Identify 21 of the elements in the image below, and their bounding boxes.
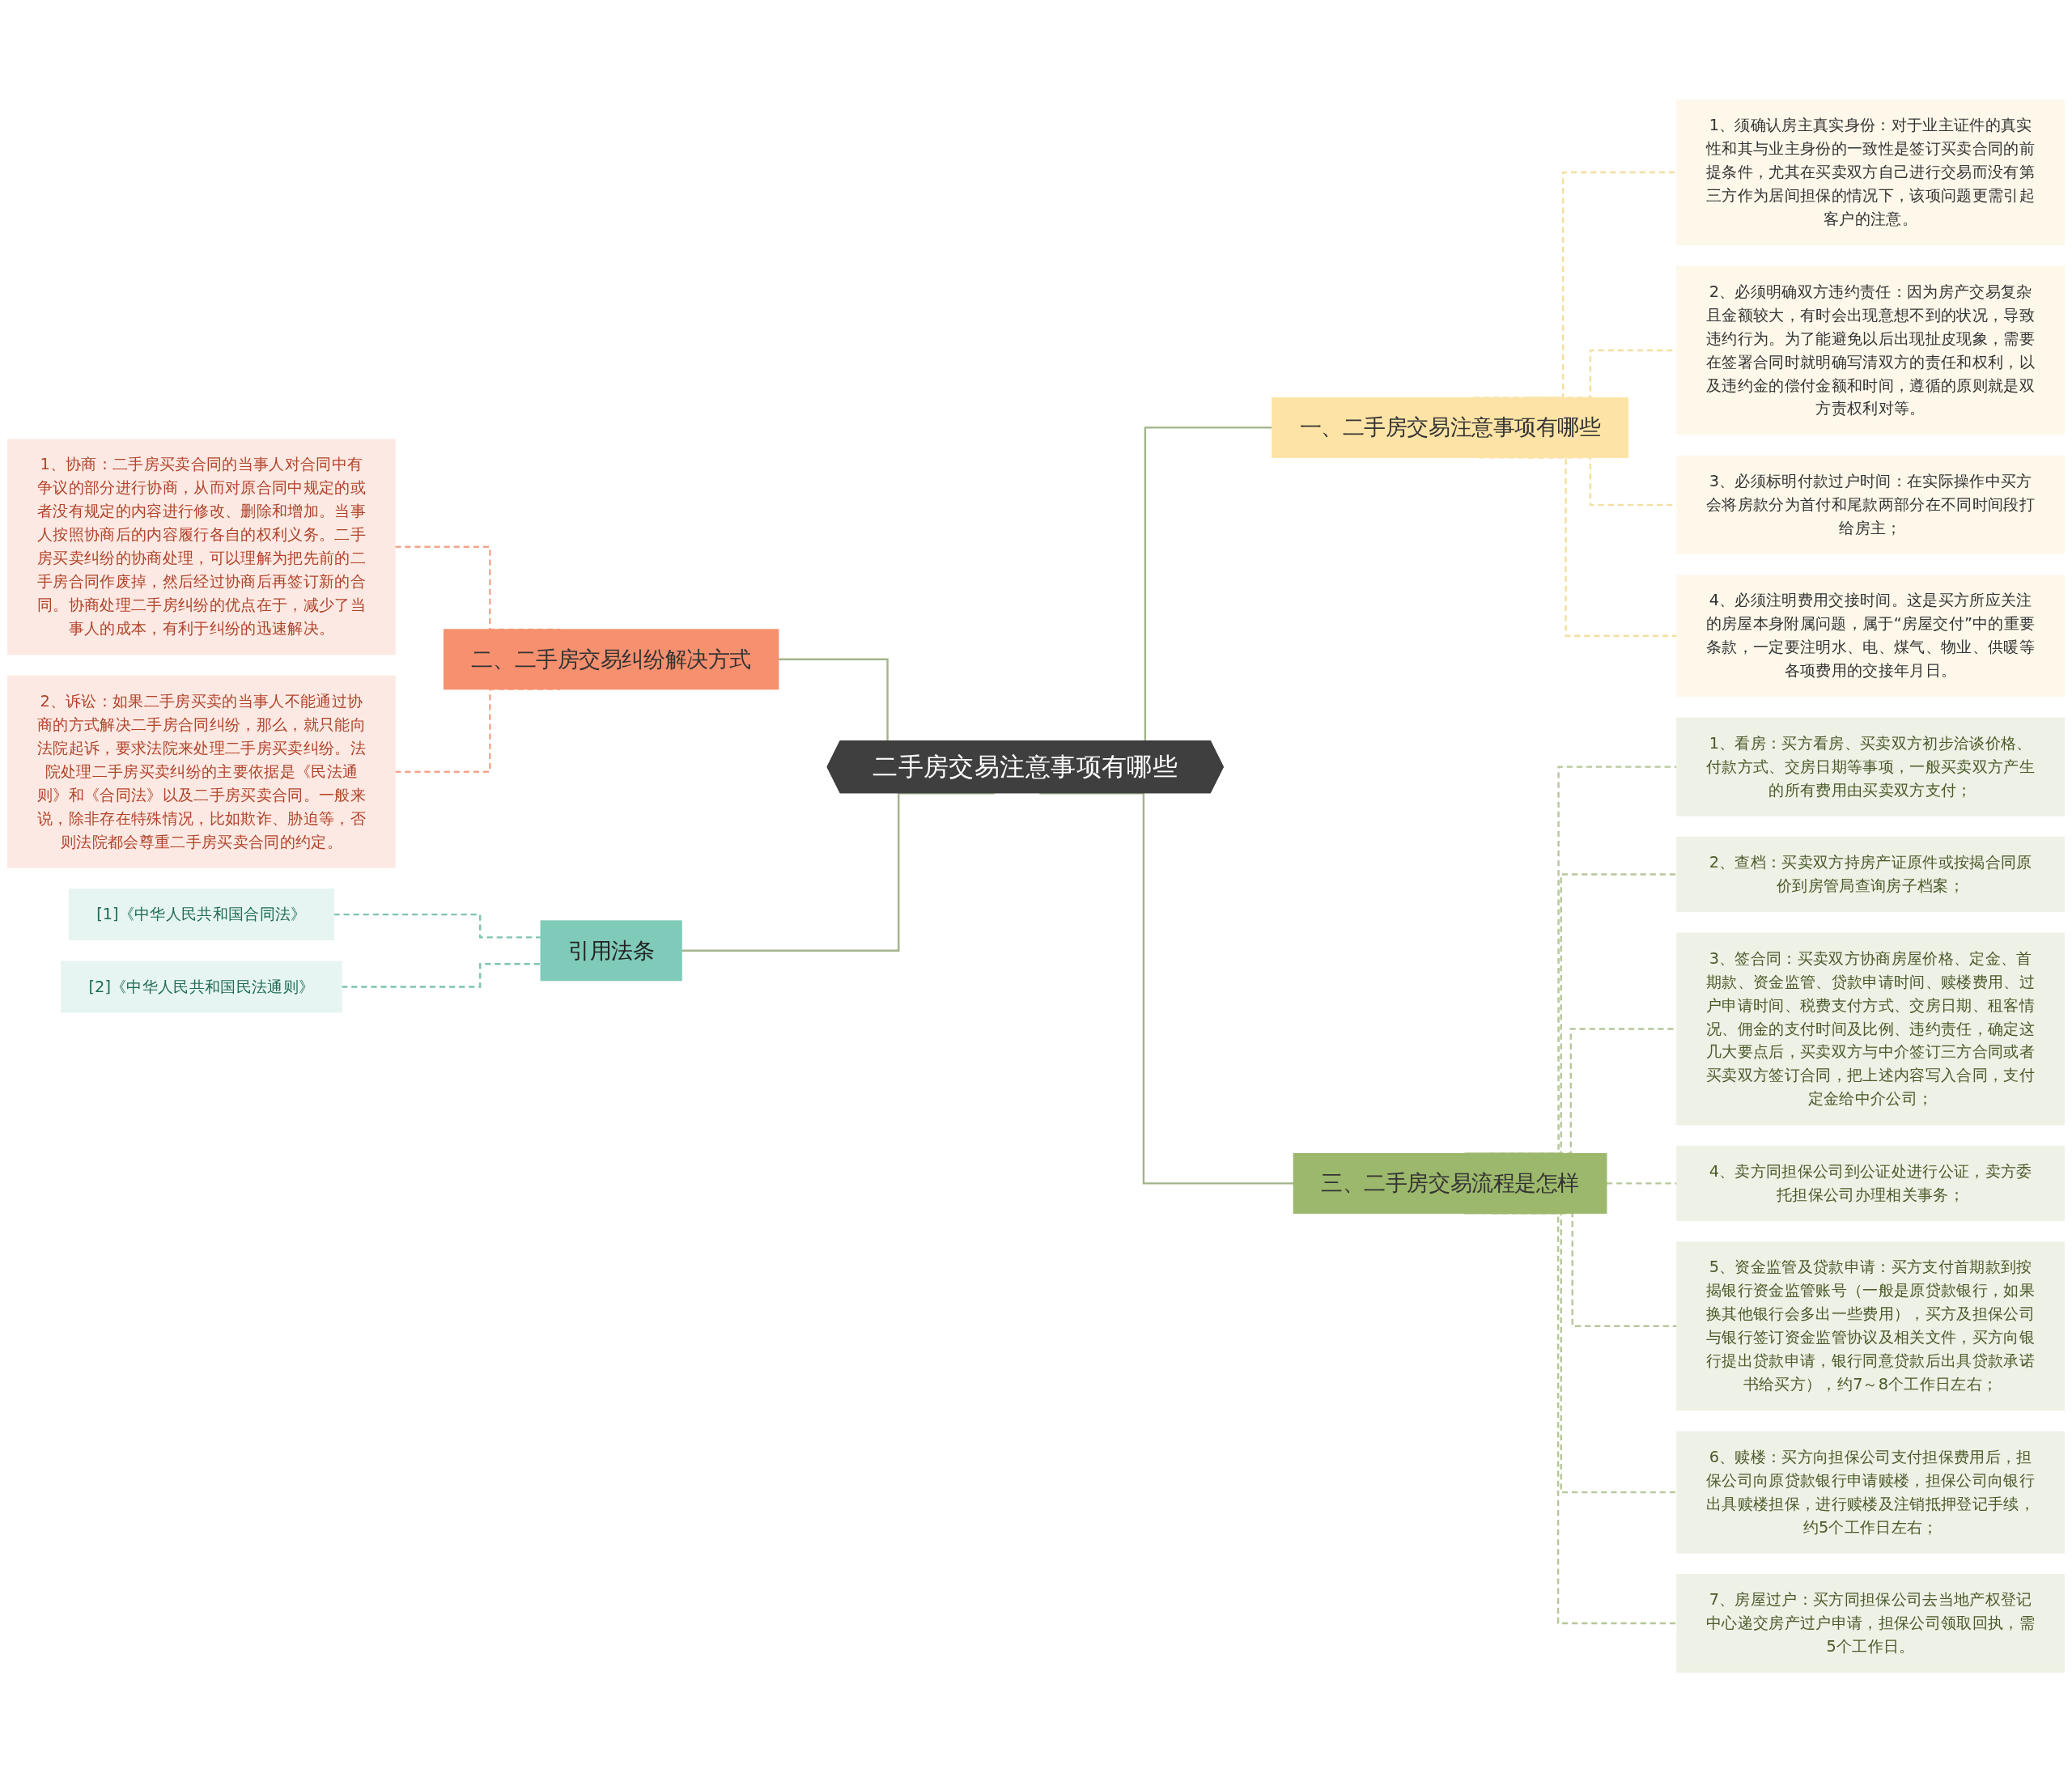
node-box: 6、赎楼：买方向担保公司支付担保费用后，担保公司向原贷款银行申请赎楼，担保公司向银行出具赎楼担保，进行赎楼及注销抵押登记手续，约5个工作日左右；: [1676, 1432, 2065, 1555]
node-box: 3、必须标明付款过户时间：在实际操作中买方会将房款分为首付和尾款两部分在不同时间段打给房主；: [1676, 456, 2065, 555]
node-box: 4、必须注明费用交接时间。这是买方所应关注的房屋本身附属问题，属于“房屋交付”中的重要条款，一定要注明水、电、煤气、物业、供暖等各项费用的交接年月日。: [1676, 575, 2065, 698]
node-box: 5、资金监管及贷款申请：买方支付首期款到按揭银行资金监管账号（一般是原贷款银行，如果换其他银行会多出一些费用），买方及担保公司与银行签订资金监管协议及相关文件，买方向银行提出贷款申请，银行同意贷款后出具贷款承诺书给买方），约7～8个工作日左右；: [1676, 1241, 2065, 1411]
node-box: 3、签合同：买卖双方协商房屋价格、定金、首期款、资金监管、贷款申请时间、赎楼费用、过户申请时间、税费支付方式、交房日期、租客情况、佣金的支付时间及比例、违约责任，确定这几大要点后，买卖双方与中介签订三方合同或者买卖双方签订合同，把上述内容写入合同，支付定金给中介公司；: [1676, 932, 2065, 1126]
node-box: 4、卖方同担保公司到公证处进行公证，卖方委托担保公司办理相关事务；: [1676, 1146, 2065, 1222]
node-box: 7、房屋过户：买方同担保公司去当地产权登记中心递交房产过户申请，担保公司领取回执，需5个工作日。: [1676, 1574, 2065, 1673]
node-box: 1、协商：二手房买卖合同的当事人对合同中有争议的部分进行协商，从而对原合同中规定的或者没有规定的内容进行修改、删除和增加。当事人按照协商后的内容履行各自的权利义务。二手房买卖纠纷的协商处理，可以理解为把先前的二手房合同作废掉，然后经过协商后再签订新的合同。协商处理二手房纠纷的优点在于，减少了当事人的成本，有利于纠纷的迅速解决。: [7, 439, 396, 655]
node-box: 三、二手房交易流程是怎样: [1293, 1153, 1607, 1215]
node-box: 1、看房：买方看房、买卖双方初步洽谈价格、付款方式、交房日期等事项，一般买卖双方产生的所有费用由买卖双方支付；: [1676, 718, 2065, 817]
connector: [333, 914, 541, 940]
node-box: 2、必须明确双方违约责任：因为房产交易复杂且金额较大，有时会出现意想不到的状况，导致违约行为。为了能避免以后出现扯皮现象，需要在签署合同时就明确写清双方的责任和权利，以及违约金的偿付金额和时间，遵循的原则就是双方责权利对等。: [1676, 265, 2065, 435]
node-box: [1]《中华人民共和国合同法》: [68, 889, 334, 941]
node-box: 二、二手房交易纠纷解决方式: [443, 629, 779, 690]
connector: [1473, 172, 1677, 400]
node-box: 2、诉讼：如果二手房买卖的当事人不能通过协商的方式解决二手房合同纠纷，那么，就只能向法院起诉，要求法院来处理二手房买卖纠纷。法院处理二手房买卖纠纷的主要依据是《民法通则》和《合同法》以及二手房买卖合同。一般来说，除非存在特殊情况，比如欺诈、胁迫等，否则法院都会尊重二手房买卖合同的约定。: [7, 676, 396, 869]
node-box: 2、查档：买卖双方持房产证原件或按揭合同原价到房管局查询房子档案；: [1676, 837, 2065, 913]
node-box: 一、二手房交易注意事项有哪些: [1272, 397, 1629, 459]
node-box: 引用法条: [540, 920, 682, 982]
connector: [342, 963, 541, 989]
node-box: [2]《中华人民共和国民法通则》: [61, 961, 342, 1013]
